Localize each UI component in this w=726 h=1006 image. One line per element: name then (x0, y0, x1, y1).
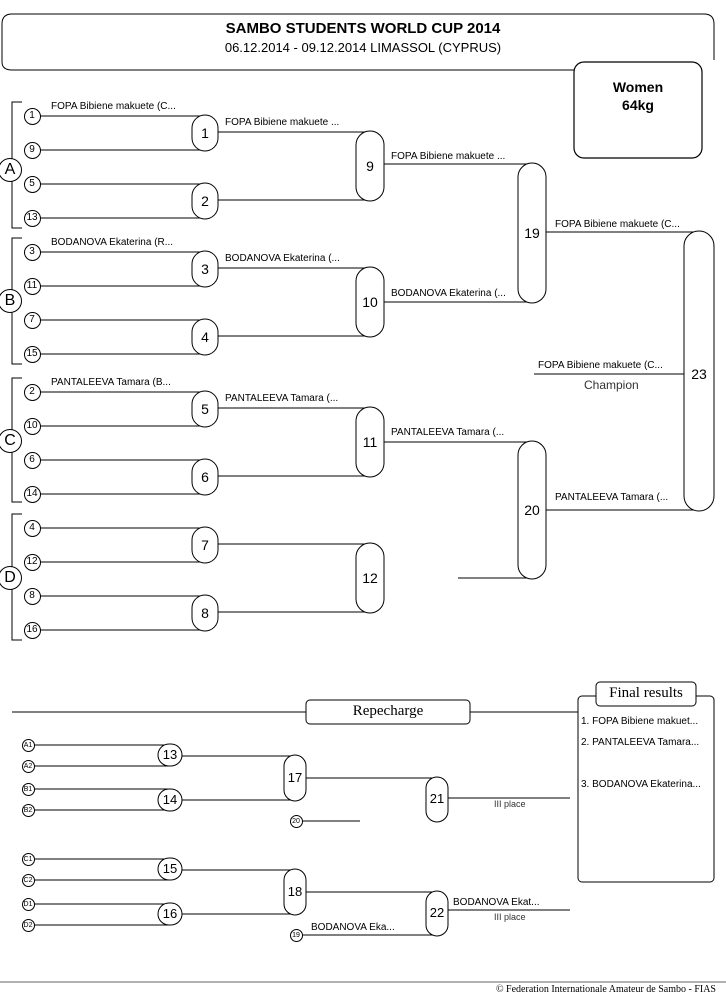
match-number: 1 (201, 125, 209, 141)
name-label: PANTALEEVA Tamara (... (555, 492, 669, 503)
seed-number: 4 (23, 519, 41, 537)
repecharge-seed: A1 (21, 738, 35, 752)
name-label: PANTALEEVA Tamara (... (225, 393, 339, 404)
repecharge-title: Repecharge (352, 703, 424, 719)
seed-number: 6 (23, 451, 41, 469)
repecharge-lines (34, 744, 570, 936)
name-label: BODANOVA Ekaterina (R... (51, 237, 174, 248)
name-label: PANTALEEVA Tamara (... (391, 427, 505, 438)
seed-number: 13 (23, 209, 41, 227)
repecharge-seed: D1 (21, 897, 35, 911)
match-number: 16 (162, 906, 178, 921)
match-number: 11 (362, 434, 378, 450)
name-label: BODANOVA Ekaterina (... (225, 253, 340, 264)
match-number: 20 (524, 502, 540, 518)
repecharge-seed: B1 (21, 782, 35, 796)
round3-lines (384, 163, 532, 579)
match-number: 5 (201, 401, 209, 417)
match-number: 7 (201, 537, 209, 553)
pool-label-b: B (0, 289, 22, 313)
footer-copyright: © Federation Internationale Amateur de S… (495, 984, 716, 995)
category-kg: 64kg (622, 97, 654, 113)
round2-lines (218, 131, 370, 613)
match-number: 4 (201, 329, 209, 345)
seed-number: 12 (23, 553, 41, 571)
champion-label: Champion (584, 378, 639, 392)
match-number: 2 (201, 193, 209, 209)
event-title: SAMBO STUDENTS WORLD CUP 2014 (225, 20, 501, 37)
third-place-label: III place (494, 799, 526, 809)
match-number: 18 (287, 884, 303, 899)
repecharge-seed: D2 (21, 918, 35, 932)
final-results-title-box (595, 681, 697, 707)
match-number: 21 (429, 791, 445, 806)
repecharge-seed: C1 (21, 852, 35, 866)
repecharge-seed: C2 (21, 873, 35, 887)
name-label: FOPA Bibiene makuete (C... (555, 219, 680, 230)
match-number: 6 (201, 469, 209, 485)
match-number: 22 (429, 905, 445, 920)
final-result-1: 1. FOPA Bibiene makuet... (581, 716, 699, 727)
event-dates: 06.12.2014 - 09.12.2014 LIMASSOL (CYPRUS… (224, 40, 502, 55)
repecharge-box (305, 699, 471, 725)
round2-ovals (355, 130, 385, 614)
match-number: 3 (201, 261, 209, 277)
category-gender: Women (612, 79, 664, 95)
final-oval (683, 230, 715, 512)
repecharge-ovals (157, 743, 449, 937)
semifinal-ovals (517, 162, 547, 580)
repecharge-seed: A2 (21, 759, 35, 773)
final-result-2: 2. PANTALEEVA Tamara... (581, 737, 700, 748)
seed-number: 10 (23, 417, 41, 435)
third-place-label: III place (494, 912, 526, 922)
final-results-title: Final results (609, 685, 683, 701)
match-number: 8 (201, 605, 209, 621)
seed-number: 2 (23, 383, 41, 401)
seed-number: 5 (23, 175, 41, 193)
name-label: BODANOVA Ekaterina (... (391, 288, 506, 299)
name-label: FOPA Bibiene makuete ... (391, 151, 506, 162)
match-number: 15 (162, 861, 178, 876)
match-number: 10 (362, 294, 378, 310)
name-label: FOPA Bibiene makuete ... (225, 117, 340, 128)
category-weight: Women 64kg (574, 78, 702, 114)
match-number: 14 (162, 792, 178, 807)
name-label: BODANOVA Ekat... (453, 897, 540, 908)
match-number: 23 (691, 366, 707, 382)
repecharge-seed: B2 (21, 803, 35, 817)
seed-number: 16 (23, 621, 41, 639)
pool-label-a: A (0, 158, 22, 182)
final-result-3: 3. BODANOVA Ekaterina... (581, 779, 701, 790)
category-box (573, 61, 703, 159)
round1-lines (40, 115, 205, 631)
name-label: PANTALEEVA Tamara (B... (51, 377, 171, 388)
round1-ovals (191, 114, 219, 632)
match-number: 12 (362, 570, 378, 586)
name-label: FOPA Bibiene makuete (C... (51, 101, 176, 112)
seed-number: 15 (23, 345, 41, 363)
pool-label-c: C (0, 429, 22, 453)
seed-number: 14 (23, 485, 41, 503)
pool-label-d: D (0, 566, 22, 590)
repecharge-feed: 19 (289, 928, 303, 942)
seed-number: 11 (23, 277, 41, 295)
match-number: 17 (287, 770, 303, 785)
match-number: 9 (366, 158, 374, 174)
seed-number: 3 (23, 243, 41, 261)
seed-number: 7 (23, 311, 41, 329)
seed-number: 1 (23, 107, 41, 125)
seed-number: 9 (23, 141, 41, 159)
name-label: BODANOVA Eka... (311, 922, 395, 933)
match-number: 13 (162, 747, 178, 762)
champion-name: FOPA Bibiene makuete (C... (538, 360, 663, 371)
header-frame (1, 13, 574, 71)
match-number: 19 (524, 225, 540, 241)
repecharge-feed: 20 (289, 814, 303, 828)
seed-number: 8 (23, 587, 41, 605)
